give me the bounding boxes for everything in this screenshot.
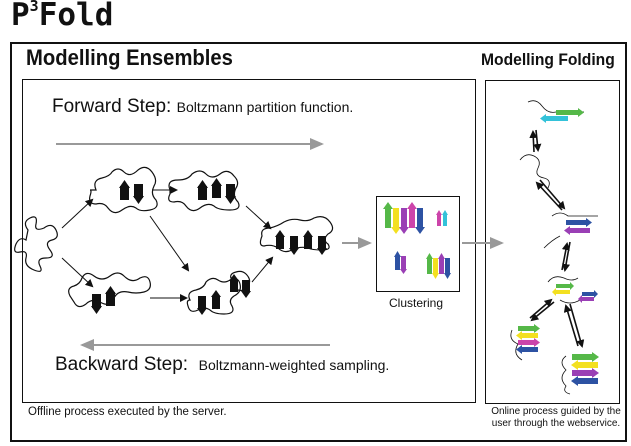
folding-arrows xyxy=(529,129,585,348)
folding-structure-3-icon xyxy=(543,212,598,249)
cluster-1-icon xyxy=(383,202,425,234)
outer-frame xyxy=(10,42,627,442)
modelling-ensembles-heading: Modelling Ensembles xyxy=(26,45,233,70)
clustering-label: Clustering xyxy=(389,296,444,310)
transition-arrow xyxy=(61,257,94,288)
cluster-4-icon xyxy=(426,253,451,279)
cluster-3-icon xyxy=(394,251,407,274)
folding-structure-2-icon xyxy=(519,154,550,189)
cluster-2-icon xyxy=(436,210,448,226)
transition-arrow xyxy=(61,198,94,229)
forward-step-text: Forward Step: Boltzmann partition functi… xyxy=(52,96,354,117)
ensembles-panel xyxy=(22,79,476,403)
online-note: Online process guided by the user throug… xyxy=(491,406,621,429)
transition-arrow xyxy=(251,256,274,283)
transition-arrow xyxy=(149,215,190,272)
state-blob-icon xyxy=(186,277,241,315)
unfolded-chain-icon xyxy=(14,216,58,272)
app-title: P3Fold xyxy=(11,0,114,33)
folding-structure-1-icon xyxy=(527,100,584,123)
state-blob-icon xyxy=(89,166,158,214)
offline-note: Offline process executed by the server. xyxy=(28,406,227,418)
transition-arrow xyxy=(245,205,272,230)
clustering-box xyxy=(376,196,460,292)
folding-structure-4-icon xyxy=(547,276,598,304)
backward-step-text: Backward Step: Boltzmann-weighted sampli… xyxy=(55,354,390,375)
modelling-folding-heading: Modelling Folding xyxy=(481,50,615,69)
strand-icon xyxy=(120,186,129,200)
state-blob-icon xyxy=(68,272,151,308)
folding-structure-6-icon xyxy=(561,352,599,395)
folding-structure-5-icon xyxy=(510,324,540,361)
